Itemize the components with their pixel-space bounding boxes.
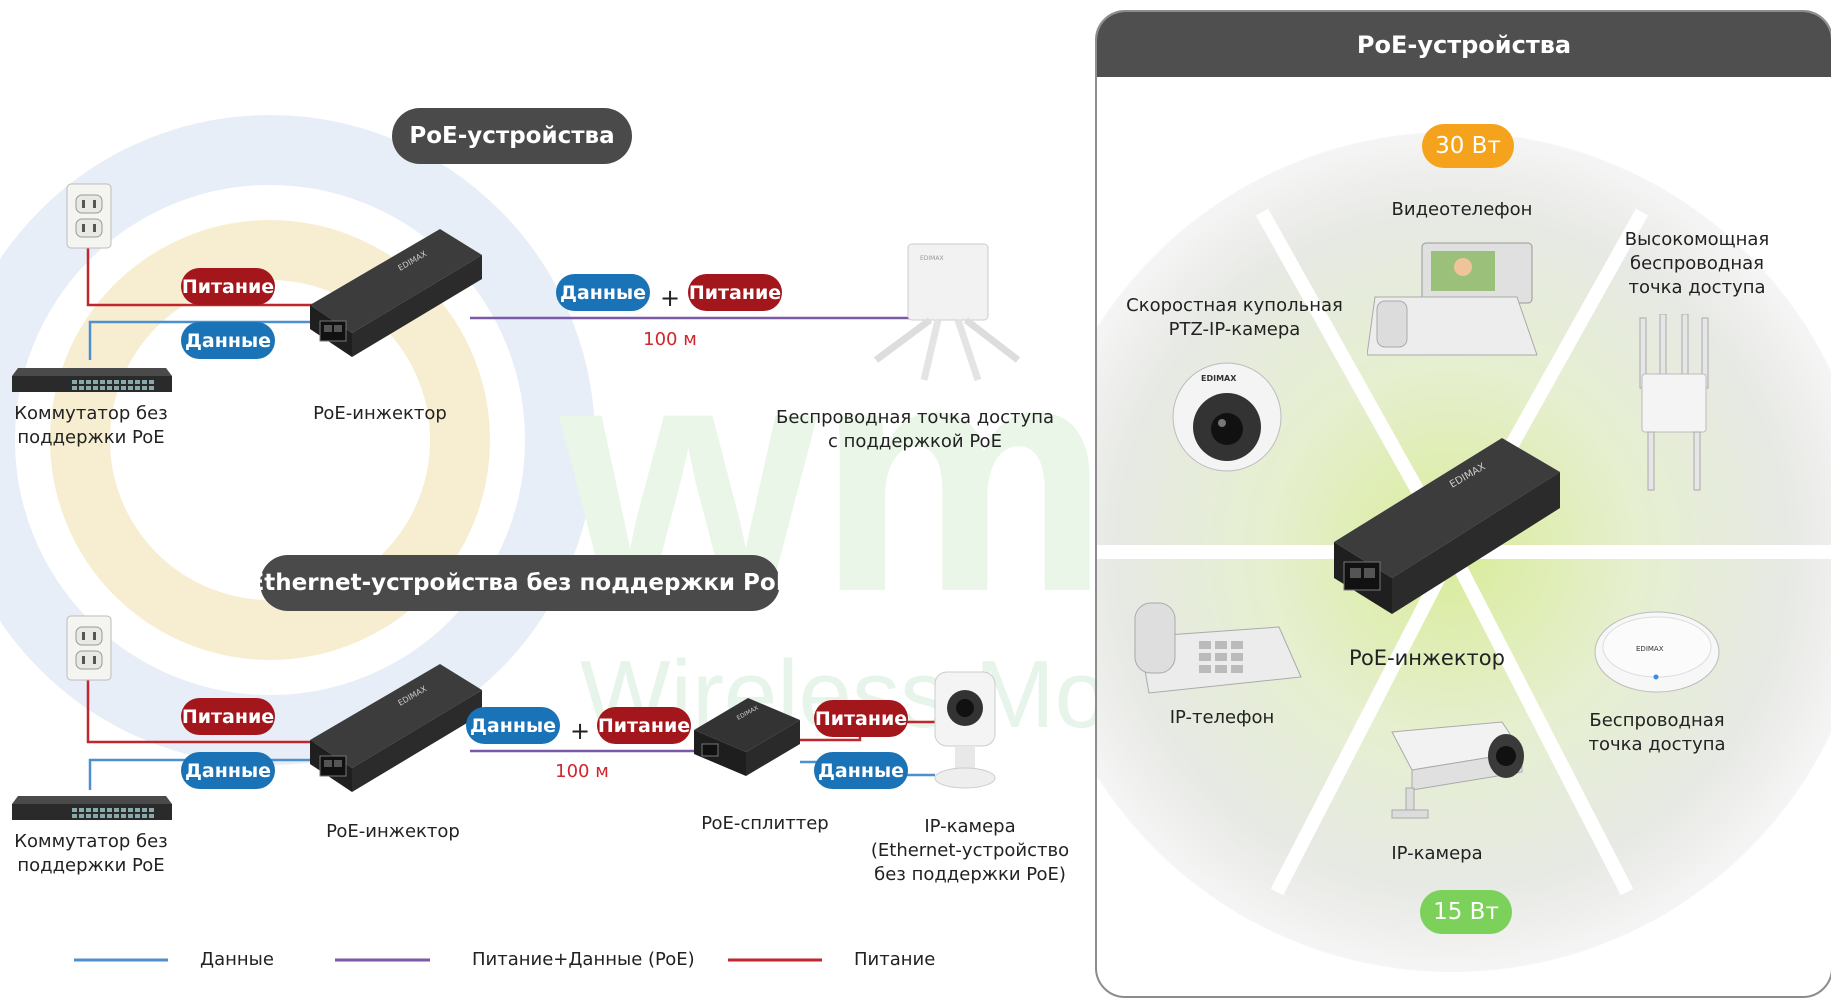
svg-text:EDIMAX: EDIMAX bbox=[920, 255, 944, 262]
bottom-poe-power-badge: Питание bbox=[597, 707, 691, 744]
power-outlet-icon bbox=[66, 183, 112, 249]
bottom-plus: + bbox=[570, 717, 591, 745]
splitter-power-badge: Питание bbox=[814, 700, 908, 737]
camera-label: IP-камера (Ethernet-устройство без подде… bbox=[870, 816, 1070, 885]
svg-text:EDIMAX: EDIMAX bbox=[1636, 645, 1664, 653]
bullet-camera-icon bbox=[1391, 721, 1524, 819]
top-poe-data-badge: Данные bbox=[556, 274, 650, 311]
poe-injector-icon-bottom: EDIMAX bbox=[310, 664, 482, 792]
watt-30-badge: 30 Вт bbox=[1422, 124, 1514, 168]
bottom-switch-label: Коммутатор без поддержки PoE bbox=[14, 831, 168, 876]
top-power-badge: Питание bbox=[181, 268, 275, 305]
bottom-power-badge: Питание bbox=[181, 698, 275, 735]
splitter-label: PoE-сплиттер bbox=[701, 813, 829, 834]
poe-devices-panel: PoE-устройства 30 Вт 15 Вт Видеотелефон bbox=[1095, 10, 1831, 998]
title-ethernet-devices: Ethernet-устройства без поддержки PoE bbox=[249, 555, 791, 611]
videophone-label: Видеотелефон bbox=[1391, 199, 1533, 220]
panel-title: PoE-устройства bbox=[1097, 12, 1831, 77]
legend-power: Питание bbox=[854, 949, 936, 970]
top-switch-label: Коммутатор без поддержки PoE bbox=[14, 403, 168, 448]
bottom-distance: 100 м bbox=[555, 761, 609, 782]
top-plus: + bbox=[660, 284, 681, 312]
svg-text:EDIMAX: EDIMAX bbox=[1201, 374, 1237, 383]
bottom-poe-data-badge: Данные bbox=[466, 707, 560, 744]
top-poe-power-badge: Питание bbox=[688, 274, 782, 311]
center-injector-icon: EDIMAX bbox=[1334, 438, 1560, 614]
top-injector-label: PoE-инжектор bbox=[313, 403, 447, 424]
legend-data: Данные bbox=[200, 949, 274, 970]
videophone-icon bbox=[1367, 242, 1538, 356]
top-distance: 100 м bbox=[643, 329, 697, 350]
ptz-camera-label: Скоростная купольная PTZ-IP-камера bbox=[1126, 295, 1343, 340]
legend-poe: Питание+Данные (PoE) bbox=[472, 949, 695, 970]
splitter-data-badge: Данные bbox=[814, 752, 908, 789]
ip-phone-label: IP-телефон bbox=[1169, 707, 1275, 728]
legend-lines bbox=[74, 958, 822, 962]
network-switch-icon-bottom bbox=[12, 796, 172, 820]
hp-ap-label: Высокомощная беспроводная точка доступа bbox=[1624, 229, 1770, 298]
ceiling-ap-icon: EDIMAX bbox=[1594, 611, 1720, 693]
dome-camera-icon: EDIMAX bbox=[1172, 362, 1282, 472]
title-poe-devices: PoE-устройства bbox=[392, 108, 632, 164]
top-ap-label: Беспроводная точка доступа с поддержкой … bbox=[776, 407, 1054, 452]
poe-injector-icon: EDIMAX bbox=[310, 229, 482, 357]
poe-splitter-icon: EDIMAX bbox=[694, 698, 800, 776]
ap-label: Беспроводная точка доступа bbox=[1588, 710, 1726, 755]
wireless-access-point-icon: EDIMAX bbox=[873, 243, 1021, 382]
power-outlet-icon-bottom bbox=[66, 615, 112, 681]
top-data-badge: Данные bbox=[181, 322, 275, 359]
outdoor-ap-icon bbox=[1639, 314, 1709, 491]
network-switch-icon bbox=[12, 368, 172, 392]
ip-camera-icon bbox=[934, 671, 996, 789]
center-injector-label: PoE-инжектор bbox=[1349, 646, 1505, 670]
ip-phone-icon bbox=[1134, 602, 1302, 694]
ip-camera-label: IP-камера bbox=[1391, 843, 1483, 864]
bottom-data-badge: Данные bbox=[181, 752, 275, 789]
watt-15-badge: 15 Вт bbox=[1420, 890, 1512, 934]
bottom-injector-label: PoE-инжектор bbox=[326, 821, 460, 842]
